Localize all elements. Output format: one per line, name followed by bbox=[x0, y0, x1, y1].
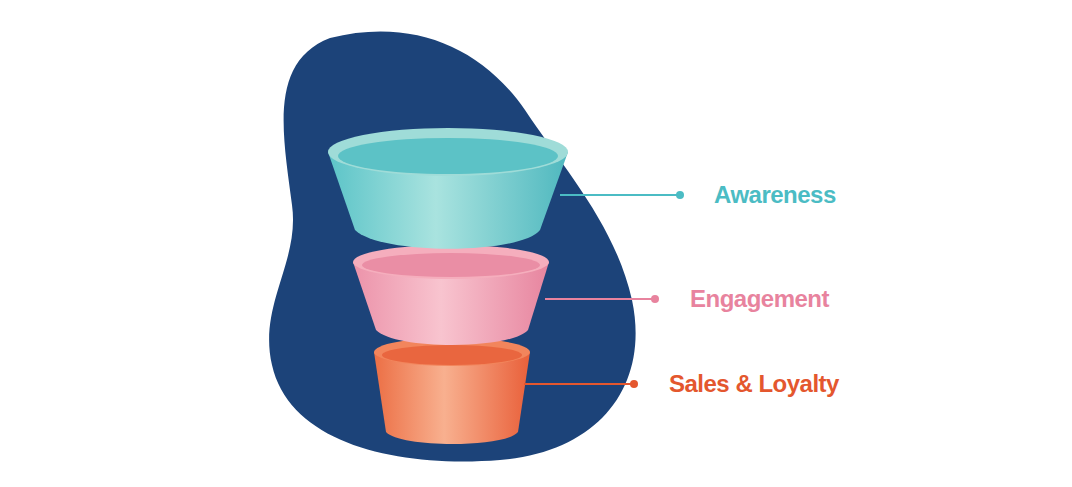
funnel-layer-awareness bbox=[328, 128, 568, 249]
funnel-layer-sales bbox=[374, 338, 530, 444]
background-blob bbox=[269, 32, 635, 462]
funnel-layer-engagement bbox=[353, 245, 549, 345]
stage-label: Engagement bbox=[690, 285, 829, 313]
stage-label: Sales & Loyalty bbox=[669, 370, 839, 398]
stage-label: Awareness bbox=[714, 181, 836, 209]
leader-lines bbox=[524, 191, 684, 388]
